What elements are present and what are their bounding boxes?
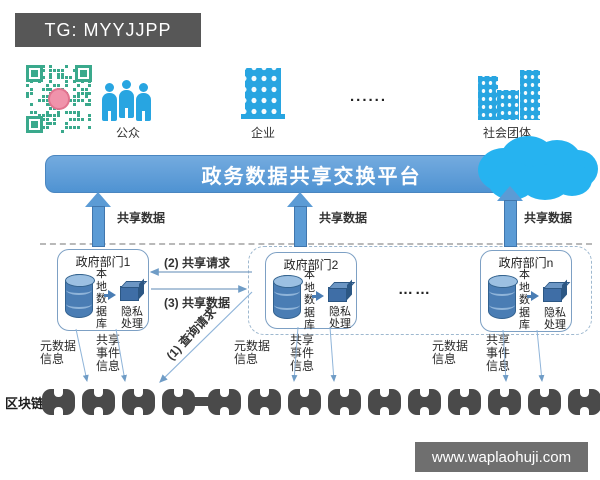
actors-ellipsis: ...... (350, 88, 388, 105)
privacy-process-label: 隐私处理 (329, 306, 351, 330)
chain-link-icon (162, 388, 195, 415)
qr-code (25, 64, 93, 134)
enterprise-building-base (241, 114, 285, 119)
event-label-1: 共享事件信息 (96, 333, 121, 373)
chain-link-icon (448, 388, 481, 415)
to-privacy-arrow-icon (312, 291, 324, 301)
chain-link-icon (408, 388, 441, 415)
share-data-up-label-3: 共享数据 (524, 211, 573, 225)
dept-box-2: 政府部门2 本地数据库 隐私处理 (265, 252, 357, 331)
to-privacy-arrow-icon (527, 291, 539, 301)
metadata-label-2: 元数据信息 (234, 339, 271, 366)
chain-link-icon (122, 388, 155, 415)
chain-link-icon (368, 388, 401, 415)
qr-finder-icon (75, 65, 92, 82)
privacy-process-icon (543, 287, 562, 302)
metadata-label-1: 元数据信息 (40, 339, 77, 366)
share-data-up-label-2: 共享数据 (319, 211, 368, 225)
privacy-process-icon (120, 286, 139, 301)
privacy-process-label: 隐私处理 (121, 306, 143, 330)
chain-link-icon (42, 388, 75, 415)
chain-link-icon (82, 388, 115, 415)
website-watermark-badge: www.waplaohuji.com (415, 442, 588, 472)
enterprise-label: 企业 (250, 126, 275, 140)
dept-box-n: 政府部门n 本地数据库 隐私处理 (480, 250, 572, 332)
local-database-label: 本地数据库 (519, 269, 530, 331)
share-request-label: (2) 共享请求 (164, 256, 231, 270)
local-database-label: 本地数据库 (304, 269, 315, 331)
local-database-icon (488, 275, 518, 319)
chain-link-icon (248, 388, 281, 415)
chain-link-icon (328, 388, 361, 415)
to-privacy-arrow-icon (104, 290, 116, 300)
public-label: 公众 (115, 126, 140, 140)
departments-dashed-container (248, 246, 592, 335)
chain-link-icon (288, 388, 321, 415)
chain-bridge-icon (193, 397, 217, 406)
metadata-label-n: 元数据信息 (432, 339, 469, 366)
qr-finder-icon (26, 116, 43, 133)
blockchain-chain (42, 388, 600, 415)
dashed-separator (40, 243, 592, 245)
local-database-icon (65, 274, 95, 318)
share-data-up-label-1: 共享数据 (117, 211, 166, 225)
privacy-process-label: 隐私处理 (544, 307, 566, 331)
local-database-label: 本地数据库 (96, 268, 107, 330)
dept-title: 政府部门2 (283, 258, 339, 272)
dept-title: 政府部门n (498, 256, 554, 270)
chain-link-icon (568, 388, 600, 415)
blockchain-label: 区块链 (5, 396, 45, 411)
event-label-2: 共享事件信息 (290, 333, 315, 373)
platform-title: 政务数据共享交换平台 (201, 165, 422, 188)
event-label-n: 共享事件信息 (486, 333, 511, 373)
chain-link-icon (528, 388, 561, 415)
telegram-watermark-badge: TG: MYYJJPP (15, 13, 201, 47)
query-request-label: (1) 查询请求 (163, 304, 220, 363)
qr-center-dot-icon (48, 88, 70, 110)
qr-finder-icon (26, 65, 43, 82)
enterprise-building-icon (245, 68, 281, 118)
chain-link-icon (488, 388, 521, 415)
social-groups-icon (468, 68, 546, 120)
dept-box-1: 政府部门1 本地数据库 隐私处理 (57, 249, 149, 331)
local-database-icon (273, 275, 303, 319)
departments-ellipsis: …… (398, 281, 432, 298)
public-people-icon (102, 80, 154, 122)
privacy-process-icon (328, 287, 347, 302)
chain-link-icon (208, 388, 241, 415)
share-data-exchange-label: (3) 共享数据 (164, 296, 231, 310)
dept-title: 政府部门1 (75, 255, 131, 269)
